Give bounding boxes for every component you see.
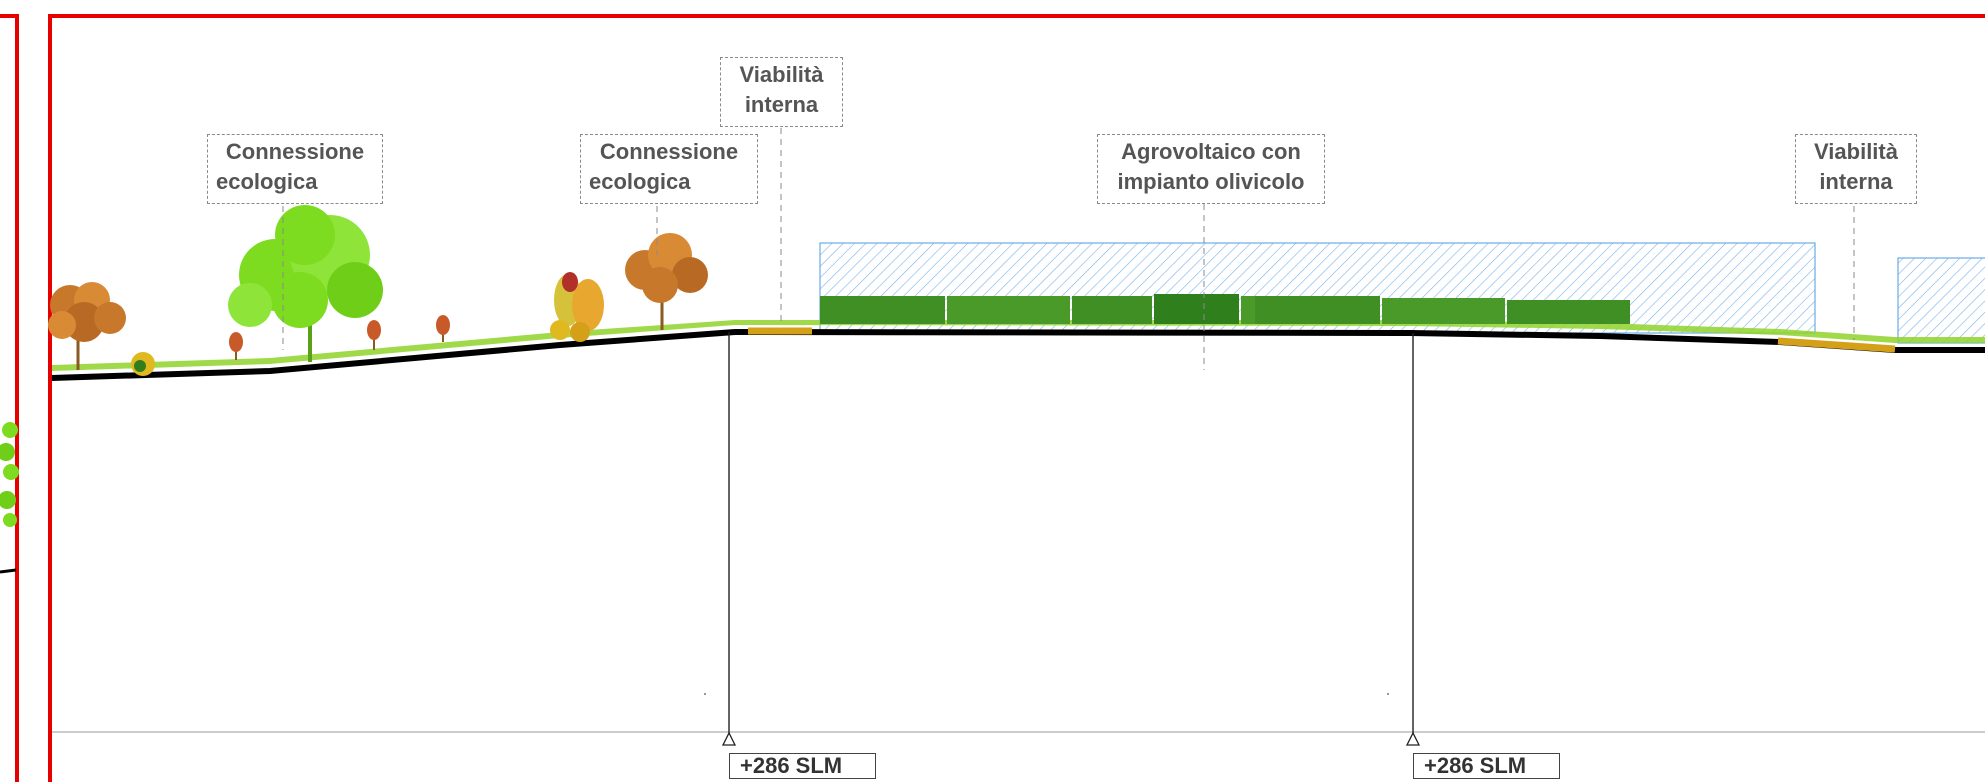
internal-road-2 bbox=[1777, 337, 1896, 353]
tree-small-1 bbox=[229, 332, 243, 360]
label-line: Viabilità bbox=[1814, 139, 1898, 164]
tree-small-2 bbox=[367, 320, 381, 350]
label-line: Agrovoltaico con bbox=[1121, 139, 1301, 164]
label-line: ecologica bbox=[216, 169, 318, 194]
tree-green-large bbox=[228, 205, 383, 362]
label-line: interna bbox=[744, 92, 819, 117]
label-connessione-ecologica-1: Connessione ecologica bbox=[207, 134, 383, 204]
leader-lines bbox=[282, 128, 1855, 370]
elevation-arrow-2 bbox=[1405, 731, 1421, 746]
tree-small-3 bbox=[436, 315, 450, 342]
label-line: Connessione bbox=[599, 139, 739, 164]
label-line: interna bbox=[1819, 169, 1893, 194]
label-viabilita-interna-1: Viabilità interna bbox=[720, 57, 843, 127]
label-viabilita-interna-2: Viabilità interna bbox=[1795, 134, 1917, 204]
olive-rows bbox=[820, 294, 1630, 324]
left-frame bbox=[0, 14, 19, 782]
tree-autumn-right bbox=[625, 233, 708, 330]
shrub-group-yellow bbox=[550, 272, 604, 342]
grass-strip bbox=[52, 320, 1985, 371]
label-line: ecologica bbox=[589, 169, 691, 194]
tree-autumn-left bbox=[48, 282, 126, 370]
shrub-left bbox=[131, 352, 155, 376]
main-frame bbox=[48, 14, 1985, 782]
label-line: impianto olivicolo bbox=[1117, 169, 1305, 194]
label-connessione-ecologica-2: Connessione ecologica bbox=[580, 134, 758, 204]
label-line: Viabilità bbox=[739, 62, 824, 87]
elevation-arrow-1 bbox=[721, 731, 737, 746]
pv-panel-area-2 bbox=[1897, 257, 1985, 344]
left-vegetation bbox=[0, 422, 19, 574]
label-agrovoltaico: Agrovoltaico con impianto olivicolo bbox=[1097, 134, 1325, 204]
elevation-marker-1: +286 SLM bbox=[729, 753, 876, 779]
elevation-marker-2: +286 SLM bbox=[1413, 753, 1560, 779]
label-line: Connessione bbox=[225, 139, 365, 164]
